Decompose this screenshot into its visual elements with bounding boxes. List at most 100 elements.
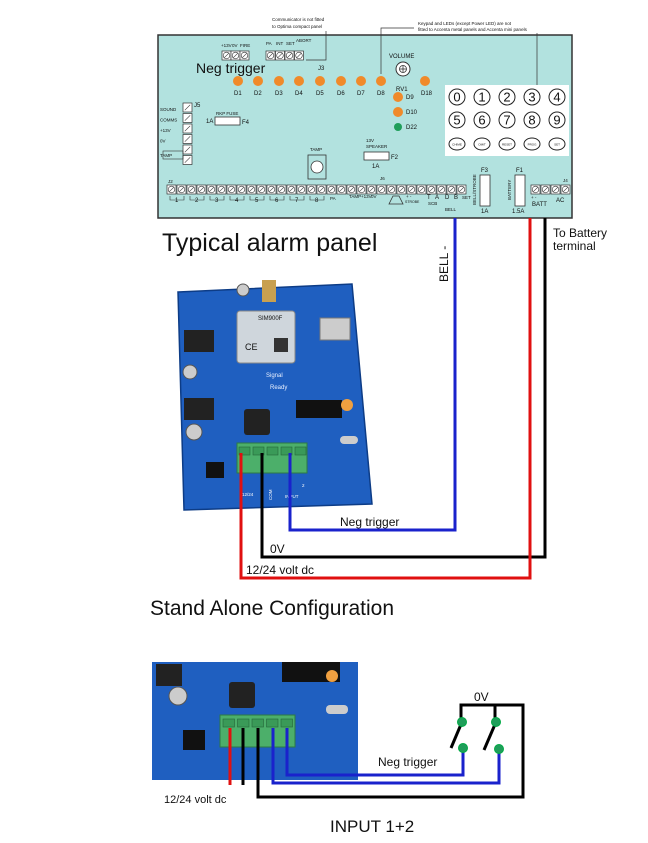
svg-text:4: 4 [553,90,560,105]
zone-label: 7 [295,198,299,204]
batt-polarity: + - [531,195,537,200]
led-label: D6 [337,91,345,97]
keypad-key-6: 6 [473,111,491,129]
fuse-f4 [214,116,241,126]
j4-terminals [530,184,571,195]
terminal-label: SET [286,41,295,46]
f2-label: F2 [391,155,399,161]
fuse-f2 [363,151,390,161]
tamp-box [162,150,184,160]
terminal-slot [251,718,264,728]
screw-terminal [221,50,232,61]
screw-terminal [226,184,237,195]
strip-label-13v: +13V [361,194,372,199]
led-d8 [376,76,386,86]
screw-terminal [196,184,207,195]
zero-v-label: 0V [474,690,489,704]
terminal-slot [280,718,293,728]
screw-terminal [406,184,417,195]
svg-text:1: 1 [478,90,485,105]
keypad-key-8: 8 [523,111,541,129]
screw-terminal [456,184,467,195]
wire-12-24v [239,218,532,580]
keypad-button-set: SET [548,137,566,151]
screw-terminal [256,184,267,195]
zone-bracket [289,196,305,201]
sim-slot [319,317,351,341]
led-d6 [336,76,346,86]
svg-text:CHIME: CHIME [452,143,462,147]
svg-text:PROG: PROG [528,143,538,147]
orange-sticker [326,670,338,682]
j5-terminal-label: SOUND [160,107,177,112]
speaker-fuse-label-2: SPEAKER [366,144,388,149]
screw-terminal [376,184,387,195]
terminal-label-supply: 12/24 [242,492,254,497]
led-label: D10 [406,110,418,116]
screw-terminal [182,144,193,155]
bell-minus-label: BELL - [437,246,451,282]
svg-text:2: 2 [503,90,510,105]
zero-v-wire-label: 0V [270,542,285,556]
terminal-label: FIRE [240,43,250,48]
terminal-slot [252,446,265,456]
capacitor-2 [182,364,198,380]
screw-terminal [182,155,193,165]
led-label: D5 [316,91,324,97]
screw-terminal [239,50,250,61]
zone-label: 5 [255,198,259,204]
keypad-key-0: 0 [448,88,466,106]
j5-label: J5 [194,103,201,109]
crystal [340,436,358,444]
f1-label: F1 [516,168,524,174]
strip-labels: PA TAMP +13V 0V + - STROBE T A SCB D B S… [330,194,471,212]
zone-bracket [269,196,285,201]
strip-label-0v: 0V [371,194,377,199]
screw-terminal [366,184,377,195]
screw-terminal [286,184,297,195]
screw-terminal [275,50,285,61]
f3-rating: 1A [481,209,488,215]
f3-label: F3 [481,168,489,174]
terminal-strip-j2-j6 [166,184,467,195]
f1-rating: 1.5A [512,209,524,215]
wire-input-2 [285,728,465,777]
svg-text:8: 8 [528,113,535,128]
j2-label: J2 [168,179,173,184]
led-d1 [233,76,243,86]
terminal-slot [237,718,250,728]
led-label: D7 [357,91,365,97]
screw-terminal [182,113,193,123]
keypad-key-9: 9 [548,111,566,129]
svg-text:RESET: RESET [502,143,512,147]
led-label: D3 [275,91,283,97]
crystal [326,705,348,714]
inductor [244,409,270,435]
led-label: D22 [406,125,418,131]
svg-text:OMIT: OMIT [478,143,486,147]
strip-label-b: B [454,195,458,201]
svg-text:0: 0 [453,90,460,105]
led-d22 [394,123,402,131]
screw-terminal [182,123,193,134]
tamper-switch-button [310,160,324,174]
fuse-f3 [479,174,491,207]
terminal-label: ABORT [296,38,312,43]
terminal-block-top-1 [221,50,250,61]
neg-trigger-label-2: Neg trigger [378,755,437,769]
screw-terminal [216,184,227,195]
screw-terminal [530,184,541,195]
strip-label-strobe: STROBE [405,200,420,204]
screw-terminal [166,184,177,195]
bridge-rectifier [206,462,224,478]
bridge-rectifier [183,730,205,750]
screw-terminal [284,50,295,61]
orange-sticker [341,399,353,411]
j5-terminal-label: 0V [160,139,166,144]
terminal-slot [238,446,251,456]
strip-label-strobe-polarity: + - [406,194,412,199]
note-communicator-line1: Communicator is not fitted [272,17,325,22]
led-d5 [315,76,325,86]
